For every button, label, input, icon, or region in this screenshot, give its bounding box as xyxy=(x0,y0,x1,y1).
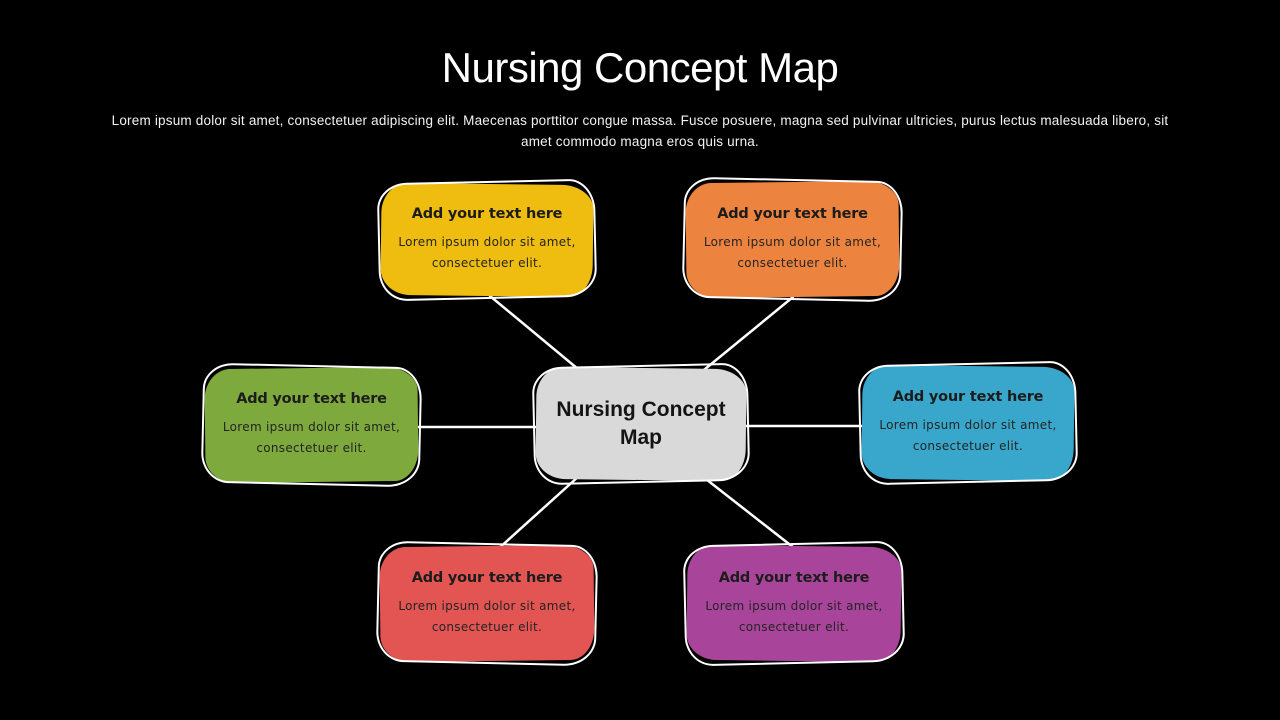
node-content: Add your text here Lorem ipsum dolor sit… xyxy=(381,184,593,296)
node-body: Lorem ipsum dolor sit amet, consectetuer… xyxy=(398,598,576,634)
node-body: Lorem ipsum dolor sit amet, consectetuer… xyxy=(398,235,576,270)
connector-top-left xyxy=(488,294,586,376)
node-title: Add your text here xyxy=(718,569,870,586)
node-title: Add your text here xyxy=(236,391,387,407)
slide-title: Nursing Concept Map xyxy=(441,44,839,91)
concept-node-middle-right[interactable]: Add your text here Lorem ipsum dolor sit… xyxy=(857,360,1079,486)
concept-node-top-right[interactable]: Add your text here Lorem ipsum dolor sit… xyxy=(681,176,904,303)
node-content: Add your text here Lorem ipsum dolor sit… xyxy=(205,368,418,482)
concept-node-top-left[interactable]: Add your text here Lorem ipsum dolor sit… xyxy=(376,178,598,302)
concept-node-middle-left[interactable]: Add your text here Lorem ipsum dolor sit… xyxy=(200,362,423,488)
concept-node-bottom-right[interactable]: Add your text here Lorem ipsum dolor sit… xyxy=(682,540,906,667)
node-title: Add your text here xyxy=(411,206,563,222)
node-content: Nursing Concept Map xyxy=(536,368,746,480)
node-title: Add your text here xyxy=(717,205,868,222)
slide-subtitle: Lorem ipsum dolor sit amet, consectetuer… xyxy=(111,113,1169,149)
node-body: Lorem ipsum dolor sit amet, consectetuer… xyxy=(222,420,401,455)
node-content: Add your text here Lorem ipsum dolor sit… xyxy=(380,546,594,661)
node-title: Add your text here xyxy=(892,389,1044,405)
node-title: Add your text here xyxy=(411,569,563,586)
node-content: Add your text here Lorem ipsum dolor sit… xyxy=(687,546,901,661)
node-body: Lorem ipsum dolor sit amet, consectetuer… xyxy=(879,418,1057,453)
node-body: Lorem ipsum dolor sit amet, consectetuer… xyxy=(703,234,882,270)
node-body: Lorem ipsum dolor sit amet, consectetuer… xyxy=(705,598,883,634)
concept-node-bottom-left[interactable]: Add your text here Lorem ipsum dolor sit… xyxy=(375,540,599,667)
connector-bottom-right xyxy=(700,474,800,553)
concept-node-center[interactable]: Nursing Concept Map xyxy=(531,362,751,486)
center-node-label: Nursing Concept Map xyxy=(556,398,726,449)
connector-bottom-left xyxy=(495,474,581,552)
node-content: Add your text here Lorem ipsum dolor sit… xyxy=(862,366,1074,480)
node-content: Add your text here Lorem ipsum dolor sit… xyxy=(686,182,899,297)
